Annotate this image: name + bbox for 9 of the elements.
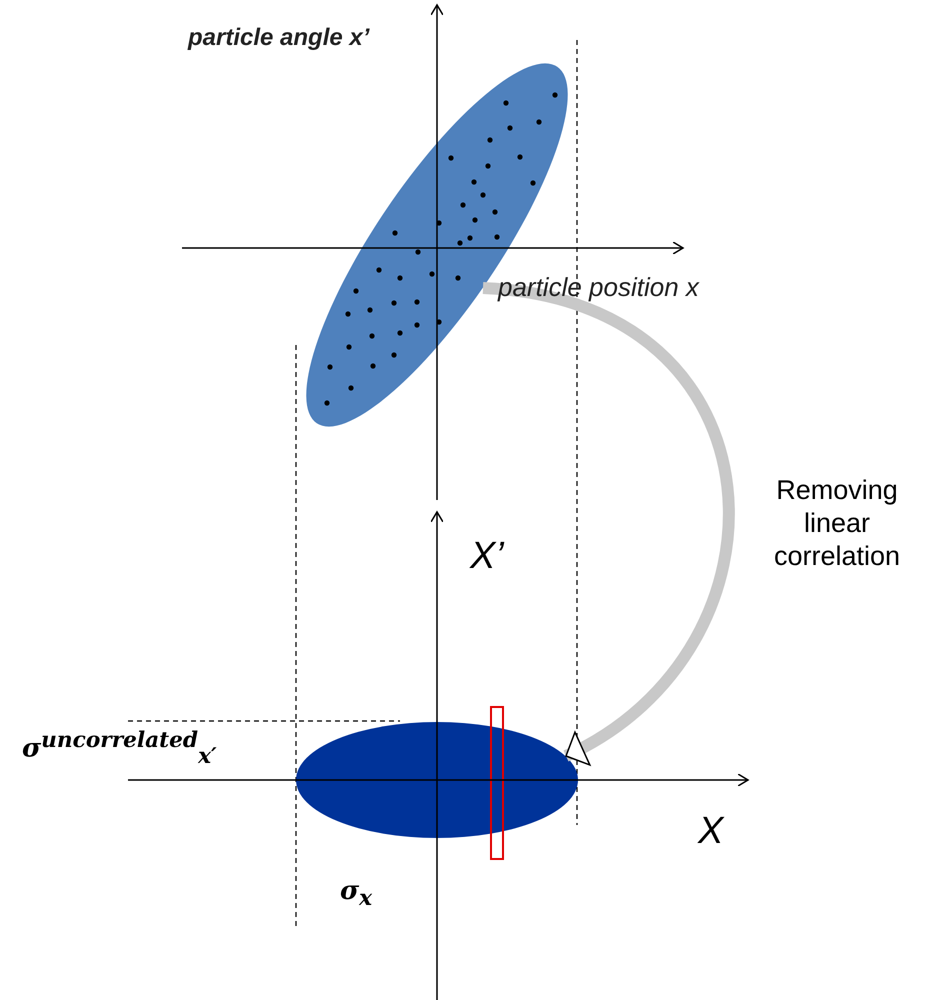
axis-label: particle position x bbox=[498, 272, 699, 303]
sigma-label: σ$_{x}$ bbox=[340, 876, 372, 912]
edge-label: Removing linear correlation bbox=[772, 474, 902, 573]
axis-label: X bbox=[698, 810, 724, 853]
slice-marker bbox=[490, 706, 504, 860]
axis-label: X’ bbox=[470, 535, 504, 578]
beam-ellipse bbox=[296, 722, 578, 838]
axis-label: particle angle x’ bbox=[188, 24, 370, 52]
curved-arrow bbox=[482, 282, 734, 764]
